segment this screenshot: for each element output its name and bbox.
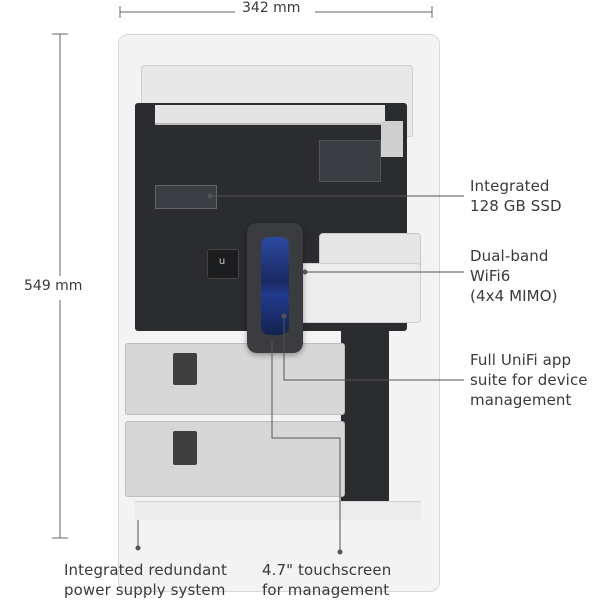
ssd-callout: Integrated 128 GB SSD (470, 176, 562, 216)
power-callout-line1: Integrated redundant (64, 560, 227, 580)
wifi-callout: Dual-band WiFi6 (4x4 MIMO) (470, 246, 558, 306)
app-callout: Full UniFi app suite for device manageme… (470, 350, 588, 410)
touchscreen-callout: 4.7" touchscreen for management (262, 560, 391, 600)
wifi-callout-line1: Dual-band (470, 246, 558, 266)
ssd-callout-line2: 128 GB SSD (470, 196, 562, 216)
app-callout-line1: Full UniFi app (470, 350, 588, 370)
app-callout-line2: suite for device (470, 370, 588, 390)
touchscreen-callout-line1: 4.7" touchscreen (262, 560, 391, 580)
power-callout: Integrated redundant power supply system (64, 560, 227, 600)
power-callout-line2: power supply system (64, 580, 227, 600)
touchscreen-callout-line2: for management (262, 580, 391, 600)
wifi-callout-line2: WiFi6 (470, 266, 558, 286)
app-callout-line3: management (470, 390, 588, 410)
ssd-callout-line1: Integrated (470, 176, 562, 196)
wifi-callout-line3: (4x4 MIMO) (470, 286, 558, 306)
